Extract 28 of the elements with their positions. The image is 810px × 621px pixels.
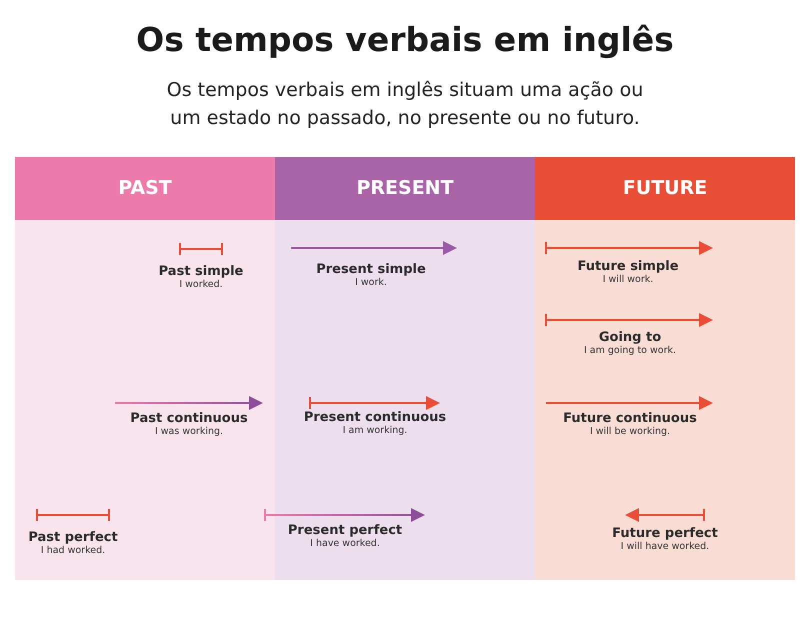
example-sentence: I worked. xyxy=(178,279,224,290)
timeline-column xyxy=(15,157,275,580)
tense-name: Going to xyxy=(598,330,662,345)
tense-name: Past simple xyxy=(158,264,244,279)
tense-name: Past continuous xyxy=(130,411,248,426)
tense-name: Present perfect xyxy=(288,523,402,538)
example-sentence: I will have worked. xyxy=(620,541,710,552)
timeline-column xyxy=(535,157,795,580)
example-sentence: I was working. xyxy=(154,426,224,437)
example-sentence: I will be working. xyxy=(588,426,672,437)
example-sentence: I am working. xyxy=(342,425,408,436)
tense-name: Present continuous xyxy=(304,410,446,425)
example-sentence: I will work. xyxy=(602,274,654,285)
title: Os tempos verbais em inglês xyxy=(135,20,675,59)
tense-name: Present simple xyxy=(316,262,426,277)
timeline-column xyxy=(275,157,535,580)
tense-name: Past perfect xyxy=(28,530,118,545)
example-sentence: I work. xyxy=(354,277,388,288)
example-sentence: I am going to work. xyxy=(584,345,676,356)
subtitle: Os tempos verbais em inglês situam uma ação ou um estado no passado, no presente ou no futuro. xyxy=(166,78,644,131)
column-header: PAST xyxy=(15,157,275,220)
column-header: PRESENT xyxy=(275,157,535,220)
tense-name: Future continuous xyxy=(563,411,697,426)
tense-name: Future simple xyxy=(577,259,679,274)
tense-name: Future perfect xyxy=(612,526,718,541)
example-sentence: I have worked. xyxy=(309,538,381,549)
column-header: FUTURE xyxy=(535,157,795,220)
example-sentence: I had worked. xyxy=(40,545,106,556)
